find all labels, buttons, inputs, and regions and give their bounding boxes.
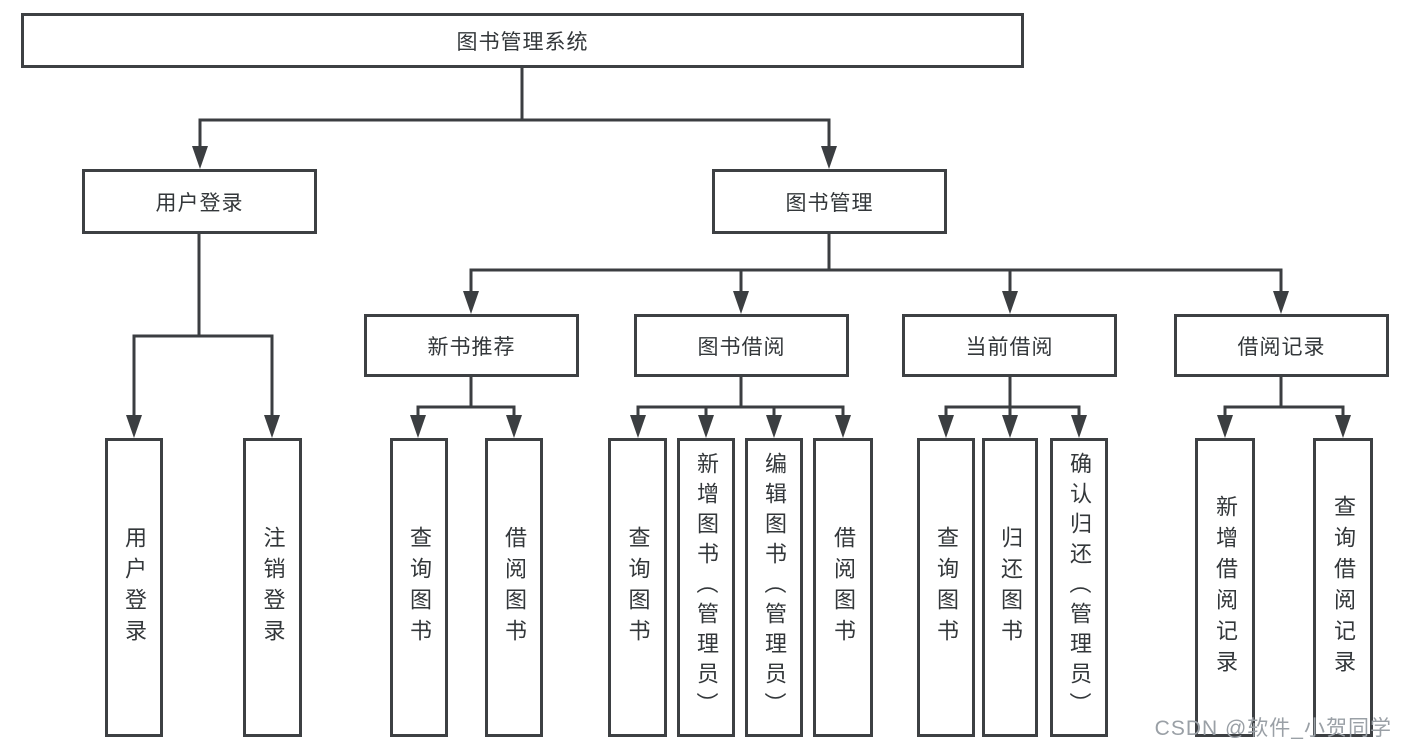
leaf-logout-label: 注销登录 xyxy=(260,525,286,650)
leaf-borrow-book-b: 借阅图书 xyxy=(813,438,873,737)
node-root: 图书管理系统 xyxy=(21,13,1024,68)
node-user-login-label: 用户登录 xyxy=(155,191,244,215)
node-book-borrow-label: 图书借阅 xyxy=(697,335,786,359)
leaf-add-book: 新增图书（管理员） xyxy=(677,438,735,737)
node-new-book-rec: 新书推荐 xyxy=(364,314,579,377)
leaf-query-book-b-label: 查询图书 xyxy=(625,525,651,650)
leaf-query-book-a-label: 查询图书 xyxy=(407,525,432,650)
leaf-borrow-book-a: 借阅图书 xyxy=(485,438,543,737)
node-new-book-rec-label: 新书推荐 xyxy=(427,335,516,359)
leaf-user-login: 用户登录 xyxy=(105,438,163,737)
leaf-query-book-b: 查询图书 xyxy=(608,438,667,737)
leaf-query-book-c: 查询图书 xyxy=(917,438,975,737)
leaf-confirm-return-label: 确认归还（管理员） xyxy=(1067,452,1092,723)
leaf-query-book-a: 查询图书 xyxy=(390,438,448,737)
leaf-return-book-label: 归还图书 xyxy=(998,525,1023,650)
node-current-borrow-label: 当前借阅 xyxy=(965,335,1054,359)
leaf-borrow-book-b-label: 借阅图书 xyxy=(831,525,856,650)
node-root-label: 图书管理系统 xyxy=(456,30,589,54)
node-user-login: 用户登录 xyxy=(82,169,317,234)
leaf-edit-book: 编辑图书（管理员） xyxy=(745,438,803,737)
leaf-borrow-book-a-label: 借阅图书 xyxy=(502,525,527,650)
node-book-mgmt-label: 图书管理 xyxy=(785,191,874,215)
node-borrow-records-label: 借阅记录 xyxy=(1237,335,1326,359)
leaf-add-record-label: 新增借阅记录 xyxy=(1213,494,1238,681)
node-current-borrow: 当前借阅 xyxy=(902,314,1117,377)
leaf-edit-book-label: 编辑图书（管理员） xyxy=(762,452,787,723)
node-book-borrow: 图书借阅 xyxy=(634,314,849,377)
leaf-query-book-c-label: 查询图书 xyxy=(934,525,959,650)
leaf-add-book-label: 新增图书（管理员） xyxy=(694,452,719,723)
leaf-return-book: 归还图书 xyxy=(982,438,1038,737)
leaf-confirm-return: 确认归还（管理员） xyxy=(1050,438,1108,737)
leaf-query-record-label: 查询借阅记录 xyxy=(1331,494,1356,681)
leaf-query-record: 查询借阅记录 xyxy=(1313,438,1373,737)
node-book-mgmt: 图书管理 xyxy=(712,169,947,234)
leaf-logout: 注销登录 xyxy=(243,438,302,737)
csdn-watermark: CSDN @软件_小贺同学 xyxy=(1154,717,1392,740)
leaf-user-login-label: 用户登录 xyxy=(122,525,147,650)
node-borrow-records: 借阅记录 xyxy=(1174,314,1389,377)
leaf-add-record: 新增借阅记录 xyxy=(1195,438,1255,737)
